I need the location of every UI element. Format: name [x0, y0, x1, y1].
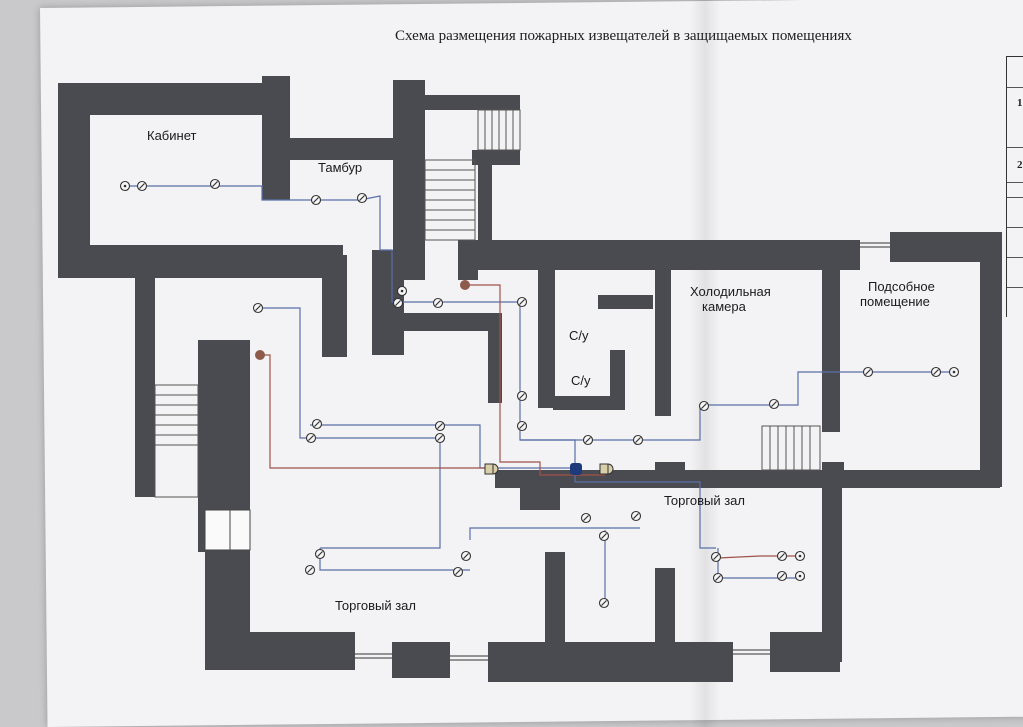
fire-control-panel-icon — [570, 463, 582, 475]
siren-icon — [255, 280, 614, 475]
room-label-vestibule: Тамбур — [318, 160, 362, 175]
side-table: 1 2 — [1006, 56, 1023, 317]
door-block — [204, 509, 251, 551]
staircase-icon — [154, 109, 821, 498]
side-table-row-1: 1 — [1017, 97, 1023, 109]
room-label-office: Кабинет — [147, 128, 196, 143]
room-label-sales-hall-right: Торговый зал — [664, 493, 745, 508]
room-label-wc-2: С/у — [571, 373, 591, 388]
room-label-wc-1: С/у — [569, 328, 589, 343]
room-label-utility-line1: Подсобное — [868, 279, 935, 294]
walls — [58, 76, 1002, 682]
room-label-sales-hall-main: Торговый зал — [335, 598, 416, 613]
room-label-utility-line2: помещение — [860, 294, 930, 309]
room-label-cold-room-line1: Холодильная — [690, 284, 771, 299]
paper-fold — [690, 0, 720, 727]
diagram-title: Схема размещения пожарных извещателей в … — [395, 28, 852, 44]
room-label-cold-room-line2: камера — [702, 299, 747, 314]
window-icon — [355, 242, 890, 661]
side-table-row-2: 2 — [1017, 159, 1023, 171]
